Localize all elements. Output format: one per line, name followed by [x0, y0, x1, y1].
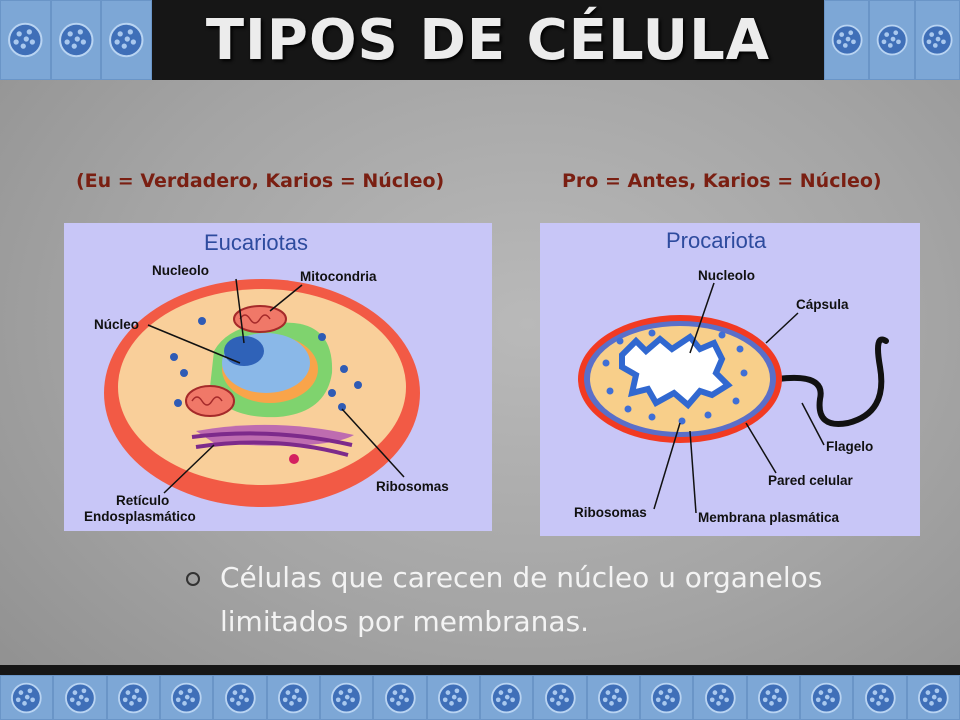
er-line-1 — [191, 431, 353, 447]
footer-tiles — [0, 675, 960, 720]
decor-tile — [869, 0, 915, 80]
decor-tile — [426, 675, 480, 720]
decor-tile — [319, 675, 374, 720]
line-reticulo — [163, 444, 215, 494]
cell-tile-icon — [224, 682, 256, 713]
decor-tile — [266, 675, 320, 720]
nucleolus-shape — [224, 336, 264, 366]
decor-tile — [799, 675, 854, 720]
decor-tile — [0, 0, 51, 80]
bullet-text: Células que carecen de núcleo u organelo… — [220, 561, 823, 638]
cell-tile-icon — [831, 24, 863, 56]
cell-tile-icon — [58, 22, 94, 58]
decor-tile — [213, 675, 267, 720]
cell-tile-icon — [64, 682, 96, 713]
bullet-circle-icon — [186, 572, 200, 586]
decor-tile — [586, 675, 640, 720]
slide-title: TIPOS DE CÉLULA — [205, 7, 771, 73]
subtitle-eukaryote: (Eu = Verdadero, Karios = Núcleo) — [76, 170, 445, 192]
label-ribosomas: Ribosomas — [574, 505, 647, 520]
cell-tile-icon — [757, 682, 789, 713]
line-nucleolo — [689, 282, 715, 354]
line-nucleolo — [235, 278, 245, 344]
label-nucleolo: Nucleolo — [698, 268, 755, 283]
er-vesicle — [289, 454, 299, 464]
label-nucleo: Núcleo — [94, 317, 139, 332]
label-ribosomas: Ribosomas — [376, 479, 449, 494]
line-membrana — [689, 430, 697, 514]
cell-tile-icon — [171, 682, 202, 713]
header-tiles-left — [0, 0, 153, 80]
label-membrana: Membrana plasmática — [698, 510, 840, 525]
decor-tile — [479, 675, 534, 720]
mitochondrion-1-cristae — [239, 314, 271, 324]
label-pared: Pared celular — [768, 473, 854, 488]
subtitle-prokaryote: Pro = Antes, Karios = Núcleo) — [562, 170, 882, 192]
cell-tile-icon — [811, 682, 842, 713]
footer-bar — [0, 665, 960, 720]
eukaryote-diagram: Eucariotas Nucleolo Mitocondria Núcleo — [64, 223, 492, 531]
cell-tile-icon — [109, 22, 144, 58]
decor-tile — [159, 675, 214, 720]
nucleoid-shape — [619, 333, 733, 410]
line-flagelo — [801, 402, 825, 446]
er-line-2 — [195, 440, 349, 457]
line-pared — [745, 422, 777, 474]
prokaryote-cell-illustration: Procariota Nucleolo Cápsula Flagelo Pare… — [574, 228, 889, 525]
cell-tile-icon — [921, 24, 953, 56]
decor-tile — [53, 675, 107, 720]
decor-tile — [746, 675, 800, 720]
cell-tile-icon — [876, 24, 908, 56]
label-mitocondria: Mitocondria — [300, 269, 377, 284]
decor-tile — [824, 0, 870, 80]
decor-tile — [906, 675, 960, 720]
cell-tile-icon — [11, 682, 42, 713]
line-ribosomas — [341, 408, 405, 478]
mitochondrion-2 — [185, 385, 235, 417]
prokaryote-diagram: Procariota Nucleolo Cápsula Flagelo Pare… — [540, 223, 920, 536]
decor-tile — [853, 675, 907, 720]
label-flagelo: Flagelo — [826, 439, 873, 454]
prokaryote-title: Procariota — [666, 228, 767, 253]
label-reticulo-2: Endosplasmático — [84, 509, 196, 524]
cell-tile-icon — [864, 682, 896, 713]
cell-tile-icon — [437, 682, 469, 713]
label-nucleolo: Nucleolo — [152, 263, 209, 278]
decor-tile — [106, 675, 160, 720]
label-capsula: Cápsula — [796, 297, 849, 312]
cell-tile-icon — [704, 682, 736, 713]
header-tiles-right — [824, 0, 960, 80]
decor-tile — [373, 675, 427, 720]
decor-tile — [101, 0, 153, 80]
decor-tile — [0, 675, 54, 720]
mitochondrion-2-cristae — [191, 396, 223, 406]
decor-tile — [693, 675, 747, 720]
line-ribosomas — [653, 422, 681, 510]
cell-tile-icon — [491, 682, 522, 713]
eukaryote-title: Eucariotas — [204, 230, 308, 255]
cell-tile-icon — [544, 682, 576, 713]
cell-tile-icon — [277, 682, 309, 713]
cell-tile-icon — [597, 682, 629, 713]
label-reticulo-1: Retículo — [116, 493, 169, 508]
cell-tile-icon — [917, 682, 949, 713]
decor-tile — [914, 0, 960, 80]
cell-tile-icon — [118, 682, 149, 713]
decor-tile — [533, 675, 587, 720]
decor-tile — [50, 0, 102, 80]
ribosome-dots — [602, 329, 748, 425]
header-bar: TIPOS DE CÉLULA — [0, 0, 960, 80]
cell-tile-icon — [8, 22, 43, 58]
cell-tile-icon — [331, 682, 362, 713]
line-capsula — [765, 312, 799, 344]
decor-tile — [639, 675, 694, 720]
eukaryote-cell-illustration: Eucariotas Nucleolo Mitocondria Núcleo — [84, 230, 449, 524]
ribosome-dots — [170, 317, 362, 411]
cell-tile-icon — [384, 682, 416, 713]
line-mitocondria — [269, 284, 303, 312]
line-nucleo — [147, 324, 241, 364]
cell-tile-icon — [651, 682, 682, 713]
flagellum-shape — [775, 336, 889, 427]
